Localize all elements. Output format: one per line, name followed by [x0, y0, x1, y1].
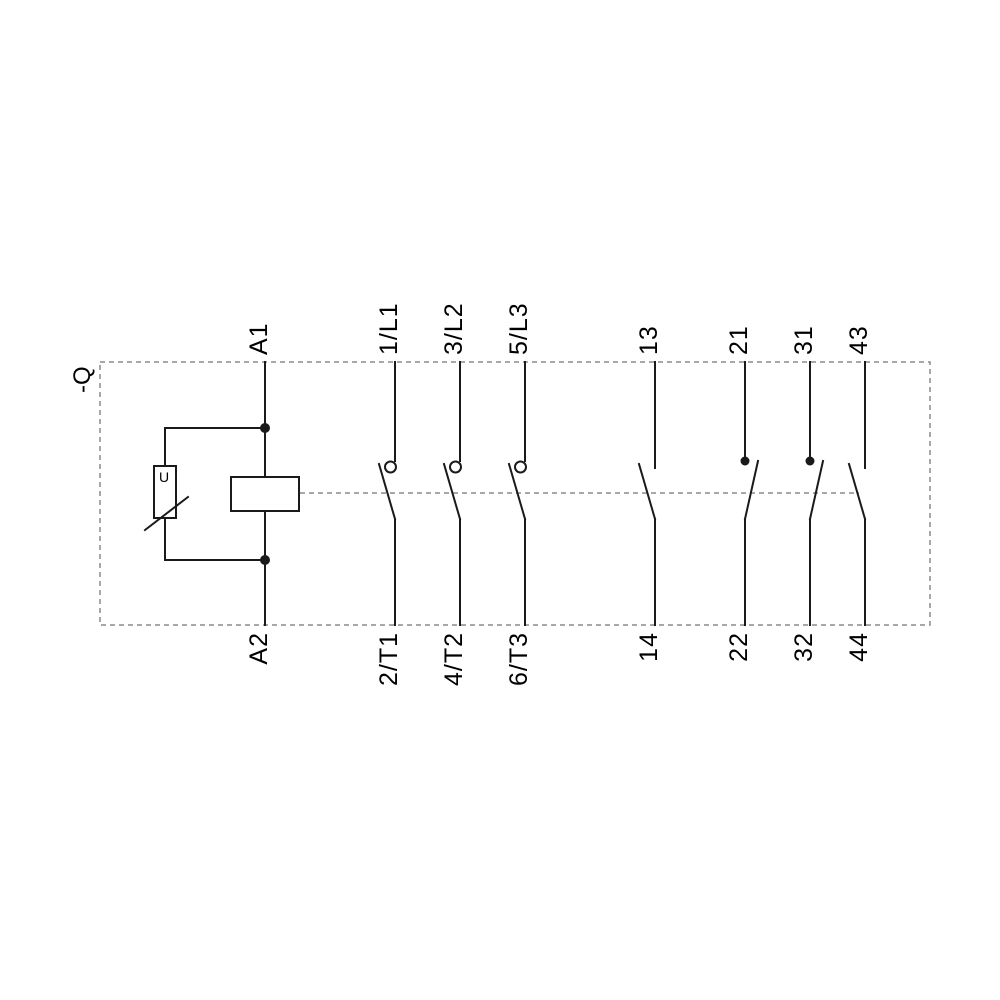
coil-circuit: U [143, 361, 300, 626]
main-pole-3 [507, 361, 527, 626]
aux-contact-nc-21-22 [740, 361, 760, 626]
varistor-diagonal-stroke [143, 495, 190, 532]
aux-contact-no-13-14 [637, 361, 657, 626]
terminal-label-44: 44 [845, 632, 873, 662]
terminal-label-6t3: 6/T3 [505, 632, 533, 686]
aux43-moving-contact [847, 462, 867, 521]
main-pole-2 [442, 361, 462, 626]
aux-contact-nc-31-32 [805, 361, 825, 626]
terminal-label-5l3: 5/L3 [505, 302, 533, 355]
terminal-label-a1: A1 [245, 322, 273, 355]
terminal-label-14: 14 [635, 632, 663, 662]
fixed-contact-dot [740, 456, 750, 466]
device-label: -Q [69, 366, 96, 393]
terminal-label-22: 22 [725, 632, 753, 662]
coil-symbol [230, 476, 300, 512]
pole1-moving-contact [377, 462, 397, 521]
terminal-label-31: 31 [790, 325, 818, 355]
aux13-moving-contact [637, 462, 657, 521]
aux21-moving-contact [743, 459, 760, 521]
terminal-label-32: 32 [790, 632, 818, 662]
pole2-moving-contact [442, 462, 462, 521]
terminal-label-4t2: 4/T2 [440, 632, 468, 686]
terminal-label-13: 13 [635, 325, 663, 355]
terminal-label-1l1: 1/L1 [375, 302, 403, 355]
fixed-contact-circle [514, 460, 527, 474]
aux31-moving-contact [808, 459, 825, 521]
varistor-label: U [159, 469, 169, 485]
bottom-terminal-labels: A2 2/T1 4/T2 6/T3 14 22 32 44 [245, 632, 873, 686]
main-pole-1 [377, 361, 397, 626]
device-boundary [99, 361, 931, 626]
fixed-contact-circle [384, 460, 397, 474]
fixed-contact-dot [805, 456, 815, 466]
terminal-label-a2: A2 [245, 632, 273, 665]
top-terminal-labels: A1 1/L1 3/L2 5/L3 13 21 31 43 [245, 302, 873, 355]
terminal-label-2t1: 2/T1 [375, 632, 403, 686]
pole3-moving-contact [507, 462, 527, 521]
terminal-label-3l2: 3/L2 [440, 302, 468, 355]
terminal-label-43: 43 [845, 325, 873, 355]
fixed-contact-circle [449, 460, 462, 474]
terminal-label-21: 21 [725, 325, 753, 355]
aux-contact-no-43-44 [847, 361, 867, 626]
